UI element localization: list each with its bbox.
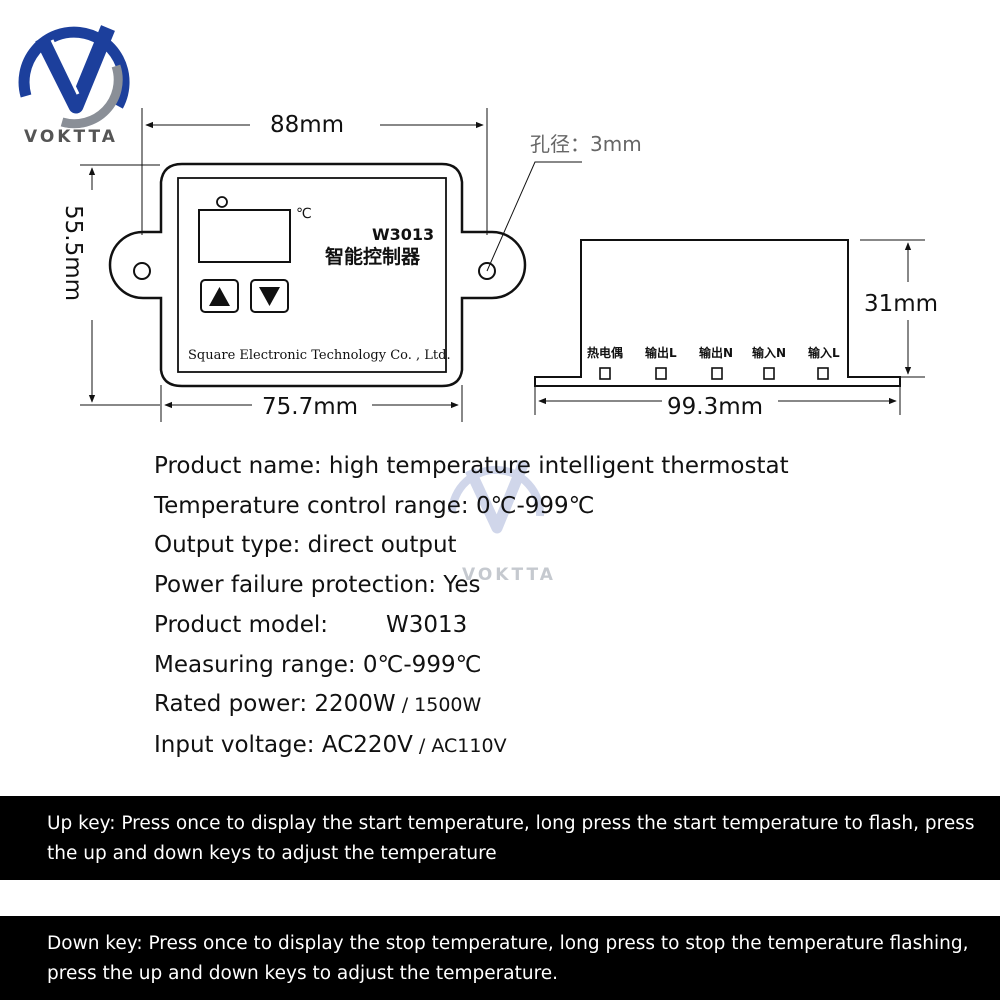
dimension-31mm: 31mm [864,291,938,317]
spec-list: Product name: high temperature intellige… [154,447,789,767]
spec-input-voltage-label: Input voltage: AC220V [154,731,413,758]
degree-symbol: ℃ [296,206,312,222]
indicator-led-icon [216,196,228,208]
down-key-text: Down key: Press once to display the stop… [47,933,969,984]
spec-model-value: W3013 [386,611,468,638]
hole-diameter-label: 孔径：3mm [530,132,642,156]
dimension-diagram: VOKTTA ℃ W3013 智能控制器 Square Electronic T… [18,25,938,585]
up-key-band: Up key: Press once to display the start … [0,796,1000,880]
spec-input-voltage: Input voltage: AC220V / AC110V [154,726,789,767]
spec-model: Product model: W3013 [154,606,789,646]
front-panel-face [177,177,447,373]
watermark-text: VOKTTA [462,565,556,585]
terminal-label-2: 输出L [645,345,677,360]
terminal-label-4: 输入N [752,345,786,360]
spec-rated-power-label: Rated power: 2200W [154,691,396,718]
lcd-display [198,209,291,263]
dimension-99-3mm: 99.3mm [667,394,763,420]
spec-rated-power: Rated power: 2200W / 1500W [154,685,789,726]
panel-company: Square Electronic Technology Co. , Ltd. [188,348,451,363]
dimension-55-5mm: 55.5mm [60,205,86,301]
spec-power-failure: Power failure protection: Yes [154,572,481,599]
triangle-down-icon [259,287,280,306]
mount-hole-left-icon [133,262,151,280]
terminal-label-3: 输出N [699,345,733,360]
terminal-5-icon [817,367,829,380]
terminal-3-icon [711,367,723,380]
terminal-1-icon [599,367,611,380]
spec-input-voltage-alt: / AC110V [412,734,507,757]
spec-output-type: Output type: direct output [154,532,457,559]
watermark-logo-icon [448,459,545,534]
dimension-88mm: 88mm [270,112,344,138]
dimension-75-7mm: 75.7mm [262,394,358,420]
up-key-text: Up key: Press once to display the start … [47,813,975,864]
voktta-logo-icon [18,25,130,129]
panel-name: 智能控制器 [325,245,421,268]
spec-measuring-range: Measuring range: 0℃-999℃ [154,651,482,678]
spec-rated-power-alt: / 1500W [395,694,482,717]
terminal-label-5: 输入L [808,345,840,360]
terminal-2-icon [655,367,667,380]
side-view-outline [534,239,901,387]
spec-temp-range: Temperature control range: 0℃-999℃ [154,492,595,519]
terminal-group [599,367,829,380]
down-key-band: Down key: Press once to display the stop… [0,916,1000,1000]
triangle-up-icon [209,287,230,306]
spec-product-name: Product name: high temperature intellige… [154,453,789,479]
terminal-4-icon [763,367,775,380]
panel-model: W3013 [372,225,434,244]
spec-model-label: Product model: [154,611,329,638]
terminal-label-1: 热电偶 [587,345,623,360]
logo-text: VOKTTA [24,127,118,147]
